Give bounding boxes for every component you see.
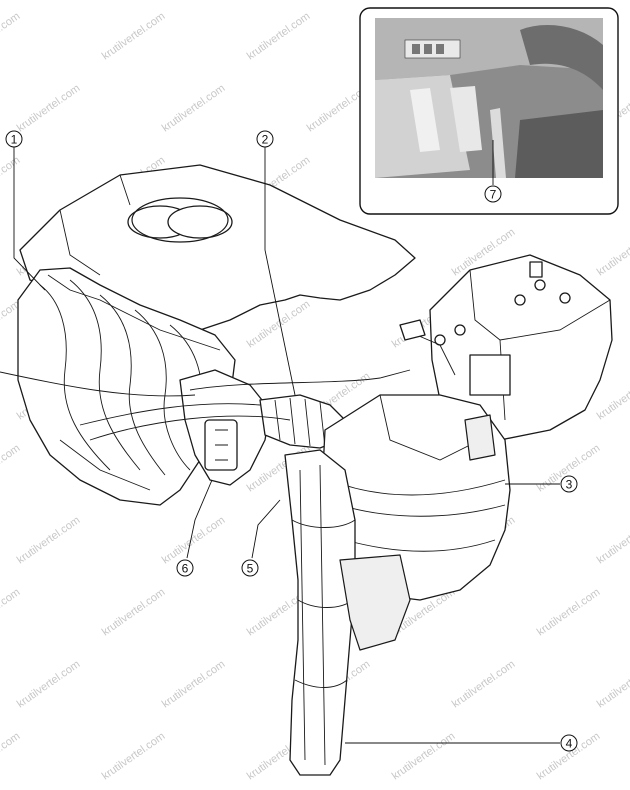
watermark-text: krutilvertel.com [595,514,630,566]
watermark-text: krutilvertel.com [0,10,22,62]
watermark-text: krutilvertel.com [15,514,82,566]
callout-6: 6 [176,559,194,577]
watermark-text: krutilvertel.com [0,586,22,638]
watermark-text: krutilvertel.com [245,10,312,62]
callout-4-label: 4 [566,737,573,751]
watermark-text: krutilvertel.com [595,226,630,278]
watermark-text: krutilvertel.com [390,730,457,782]
callout-5: 5 [241,559,259,577]
callout-4: 4 [560,734,578,752]
watermark-text: krutilvertel.com [100,586,167,638]
air-intake-duct [284,449,411,776]
watermark-text: krutilvertel.com [15,82,82,134]
intake-hose [259,394,346,449]
callout-leaders [13,140,560,744]
watermark-text: krutilvertel.com [100,730,167,782]
callout-2-label: 2 [262,133,269,147]
callout-3-label: 3 [566,478,573,492]
watermark-text: krutilvertel.com [535,586,602,638]
watermark-text: krutilvertel.com [0,442,22,494]
engine-cover [19,164,416,331]
watermark-text: krutilvertel.com [160,514,227,566]
callout-5-label: 5 [247,562,254,576]
inset-photo-frame [359,7,619,215]
wiring-harness [0,319,456,441]
watermark-text: krutilvertel.com [15,658,82,710]
callout-7: 7 [484,185,502,203]
callout-1: 1 [5,130,23,148]
callout-6-label: 6 [182,562,189,576]
watermark-text: krutilvertel.com [160,82,227,134]
watermark-text: krutilvertel.com [0,154,22,206]
fuse-relay-box [429,254,613,441]
watermark-text: krutilvertel.com [595,658,630,710]
callout-1-label: 1 [11,133,18,147]
callout-2: 2 [256,130,274,148]
watermark-text: krutilvertel.com [160,658,227,710]
watermark-text: krutilvertel.com [0,730,22,782]
callout-3: 3 [560,475,578,493]
watermark-text: krutilvertel.com [100,10,167,62]
watermark-text: krutilvertel.com [450,658,517,710]
throttle-body [179,369,271,486]
callout-7-label: 7 [490,188,497,202]
